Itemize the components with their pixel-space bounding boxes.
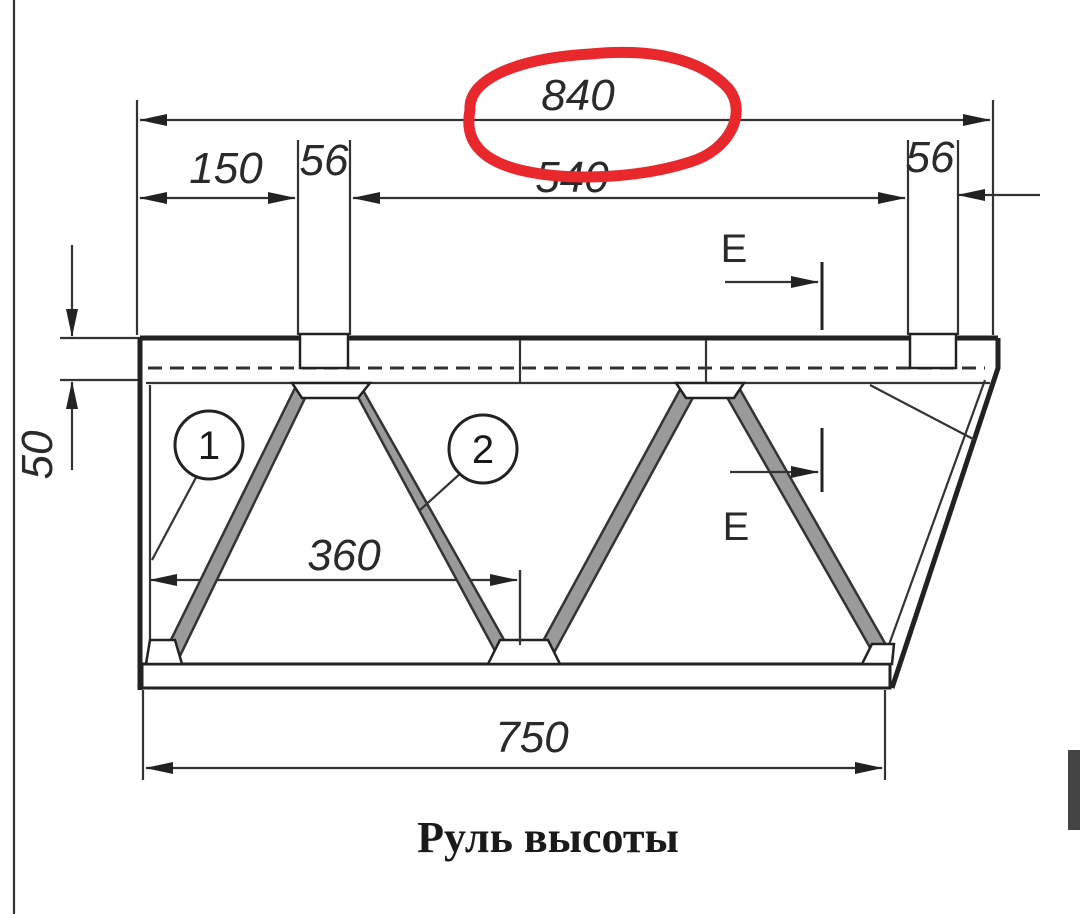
gusset-right — [859, 642, 896, 666]
leader-1 — [151, 469, 201, 561]
section-mark-top: E — [721, 227, 748, 271]
gusset-left — [144, 638, 184, 666]
callout-1-label: 1 — [198, 424, 220, 468]
spar-cutout-right — [908, 332, 958, 370]
callout-2-label: 2 — [472, 428, 494, 472]
rib-structure — [137, 262, 1001, 690]
gusset-top-left — [289, 381, 373, 400]
leader-2 — [419, 471, 463, 511]
dim-840-label: 840 — [541, 71, 615, 120]
gusset-center — [485, 638, 563, 666]
page-edge-artifact — [1068, 750, 1080, 830]
dim-750-label: 750 — [495, 713, 569, 762]
dim-56-left-label: 56 — [300, 136, 349, 185]
dim-50-label: 50 — [13, 430, 62, 479]
caption: Руль высоты — [417, 813, 679, 862]
callout-2: 2 — [447, 413, 519, 485]
section-mark-bottom: E — [723, 505, 750, 549]
spar-cutout-left — [298, 332, 350, 370]
dim-56-right-label: 56 — [906, 133, 955, 182]
callout-1: 1 — [173, 409, 245, 481]
gusset-top-right — [673, 381, 747, 400]
highlight-circle — [463, 46, 742, 183]
dim-150-label: 150 — [189, 144, 263, 193]
bottom-chord — [140, 662, 892, 690]
dim-360-label: 360 — [307, 531, 381, 580]
